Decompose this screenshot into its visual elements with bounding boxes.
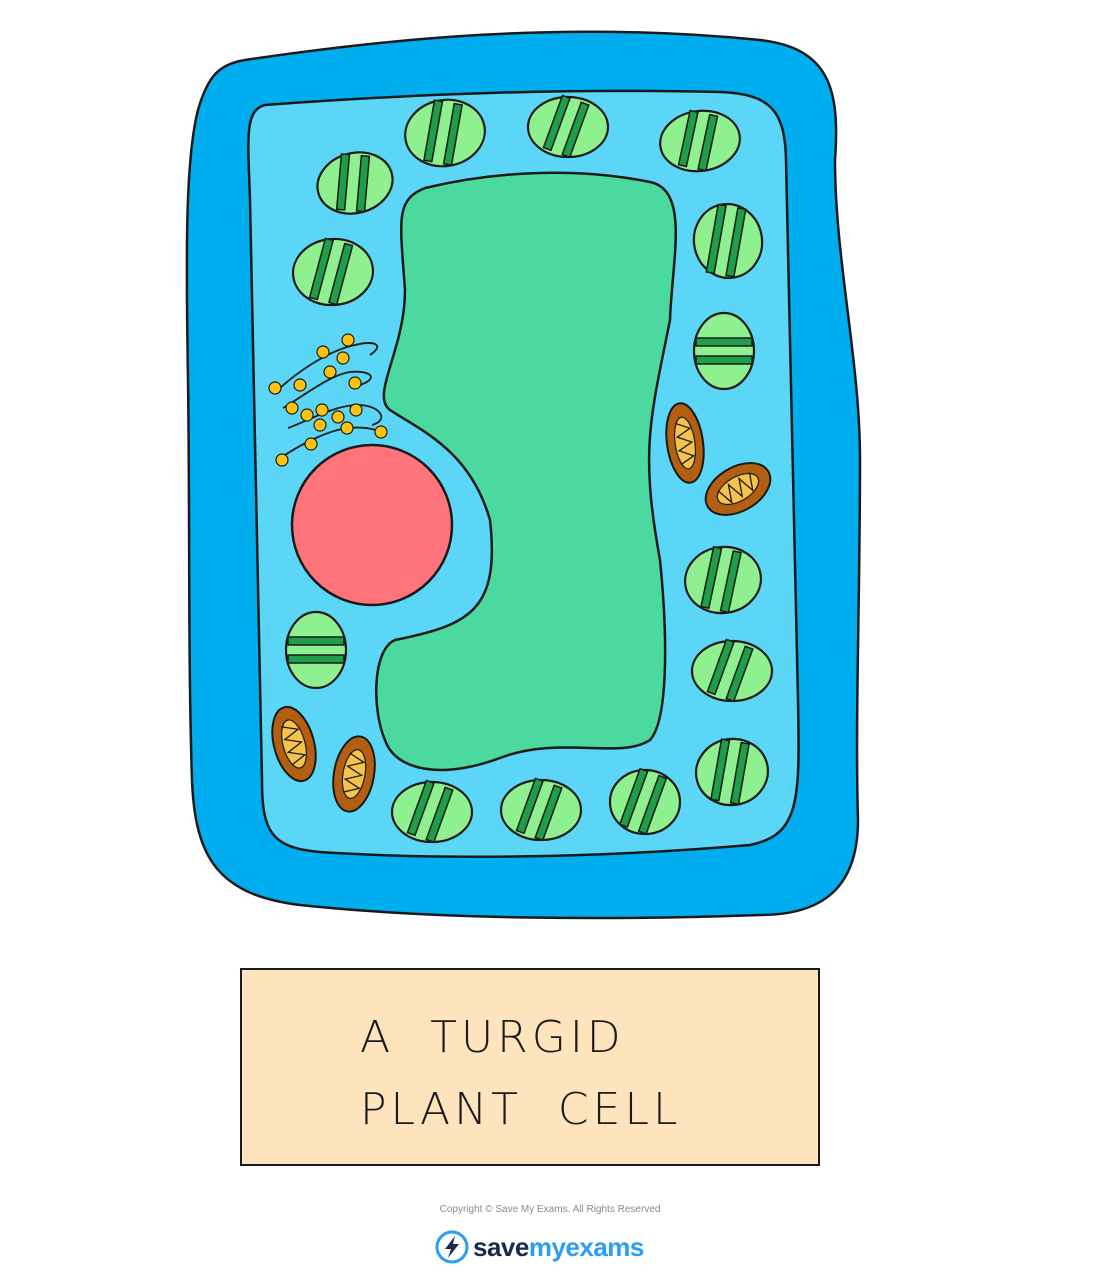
ribosome-icon [313, 418, 327, 432]
ribosome-icon [374, 425, 388, 439]
copyright-notice: Copyright © Save My Exams. All Rights Re… [439, 1204, 661, 1215]
chloroplast-icon [692, 311, 756, 391]
chloroplast-icon [683, 545, 763, 615]
ribosome-icon [304, 437, 318, 451]
ribosome-icon [323, 365, 337, 379]
diagram-label-box: A TURGID PLANT CELL [240, 968, 820, 1166]
chloroplast-icon [291, 237, 375, 307]
lightning-bolt-icon [435, 1230, 469, 1264]
brand-word-my: my [528, 1232, 566, 1262]
chloroplast-icon [390, 779, 474, 844]
diagram-label-line-1: A TURGID [360, 1012, 625, 1063]
chloroplast-icon [499, 777, 583, 842]
ribosome-icon [349, 403, 363, 417]
chloroplast-icon [316, 151, 394, 215]
mitochondrion-icon [332, 735, 376, 813]
chloroplast-icon [692, 202, 764, 280]
chloroplast-icon [284, 610, 348, 690]
ribosome-icon [300, 408, 314, 422]
mitochondrion-group [271, 402, 772, 813]
ribosome-icon [331, 410, 345, 424]
chloroplast-icon [526, 94, 610, 159]
chloroplast-icon [608, 767, 682, 836]
chloroplast-group [284, 94, 774, 844]
mitochondrion-icon [665, 402, 705, 484]
brand-logo: savemyexams [435, 1228, 644, 1266]
ribosome-icon [316, 345, 330, 359]
ribosome-icon [348, 376, 362, 390]
diagram-label-line-2: PLANT CELL [360, 1084, 682, 1135]
ribosome-icon [275, 453, 289, 467]
ribosome-icon [268, 381, 282, 395]
chloroplast-icon [659, 109, 741, 173]
chloroplast-icon [694, 737, 770, 807]
nucleus [290, 443, 454, 607]
brand-wordmark: savemyexams [473, 1234, 644, 1260]
ribosome-icon [285, 401, 299, 415]
brand-word-save: save [473, 1232, 529, 1262]
ribosome-icon [336, 351, 350, 365]
ribosome-icon [340, 421, 354, 435]
brand-word-exams: exams [565, 1232, 644, 1262]
mitochondrion-icon [704, 462, 772, 516]
ribosome-icon [293, 378, 307, 392]
ribosome-icon [315, 403, 329, 417]
chloroplast-icon [690, 638, 774, 703]
mitochondrion-icon [271, 705, 317, 783]
ribosome-group [268, 333, 388, 467]
chloroplast-icon [404, 98, 486, 168]
ribosome-icon [341, 333, 355, 347]
plant-cell-diagram [185, 30, 862, 920]
vacuole [375, 171, 677, 772]
